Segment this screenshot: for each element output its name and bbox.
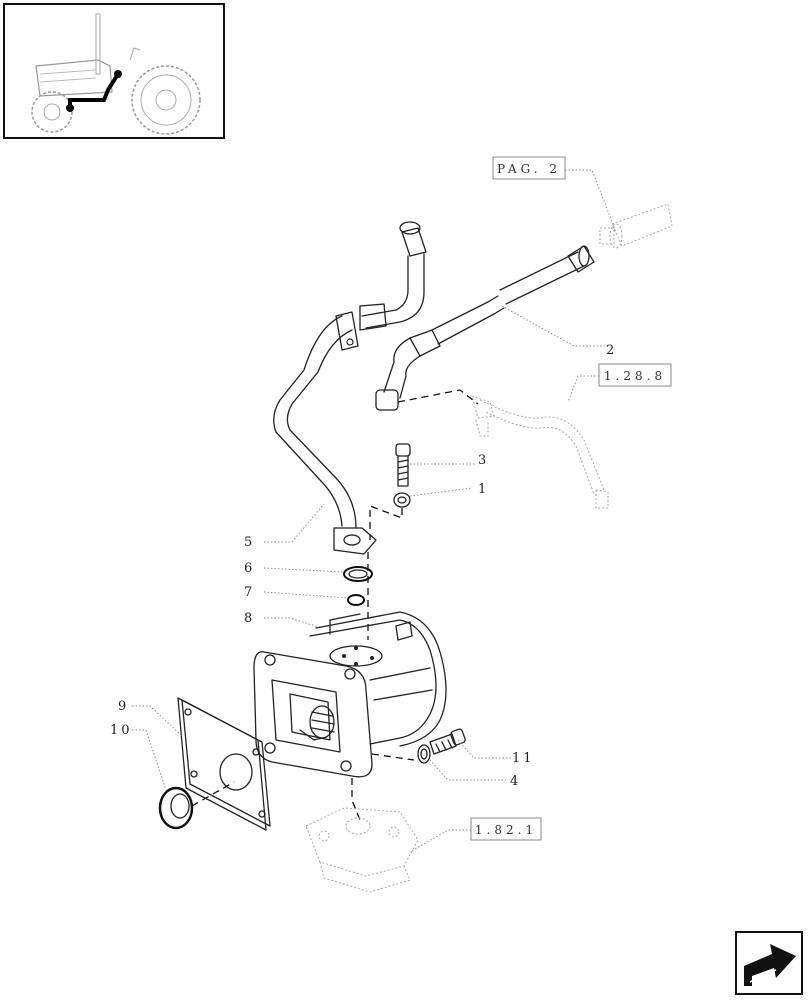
washer-1 — [393, 492, 411, 508]
ghost-pipe-right — [471, 395, 609, 509]
oring-6 — [343, 566, 373, 582]
tractor-location-icon — [3, 3, 225, 139]
ref-pag2-text: PAG. 2 — [497, 162, 561, 176]
oring-7 — [347, 594, 365, 606]
callout-4: 4 — [510, 774, 521, 789]
ref-pag2[interactable]: PAG. 2 — [492, 156, 566, 180]
bolt-3 — [395, 443, 411, 487]
pump-8 — [253, 611, 447, 778]
callout-3: 3 — [478, 453, 489, 468]
callout-8: 8 — [244, 611, 255, 626]
bolt-11 — [429, 728, 466, 755]
callout-10: 10 — [110, 723, 133, 738]
callout-9: 9 — [118, 699, 129, 714]
next-page-arrow-icon[interactable] — [735, 931, 803, 995]
callout-7: 7 — [244, 585, 255, 600]
washer-4 — [417, 744, 431, 764]
ghost-base — [305, 807, 419, 893]
callout-11: 11 — [512, 751, 535, 766]
callout-2: 2 — [606, 343, 617, 358]
ref-1288-text: 1.28.8 — [604, 369, 666, 383]
ghost-pipe-upper — [599, 203, 673, 249]
callout-1: 1 — [478, 482, 489, 497]
callout-6: 6 — [244, 561, 255, 576]
callout-5: 5 — [244, 535, 255, 550]
ref-1821[interactable]: 1.82.1 — [470, 817, 542, 841]
ref-1821-text: 1.82.1 — [475, 823, 537, 837]
seal-10 — [158, 786, 194, 830]
pipe-5 — [273, 221, 427, 555]
ref-1288[interactable]: 1.28.8 — [598, 363, 672, 387]
hose-2 — [375, 245, 604, 411]
gasket-9 — [177, 697, 271, 831]
